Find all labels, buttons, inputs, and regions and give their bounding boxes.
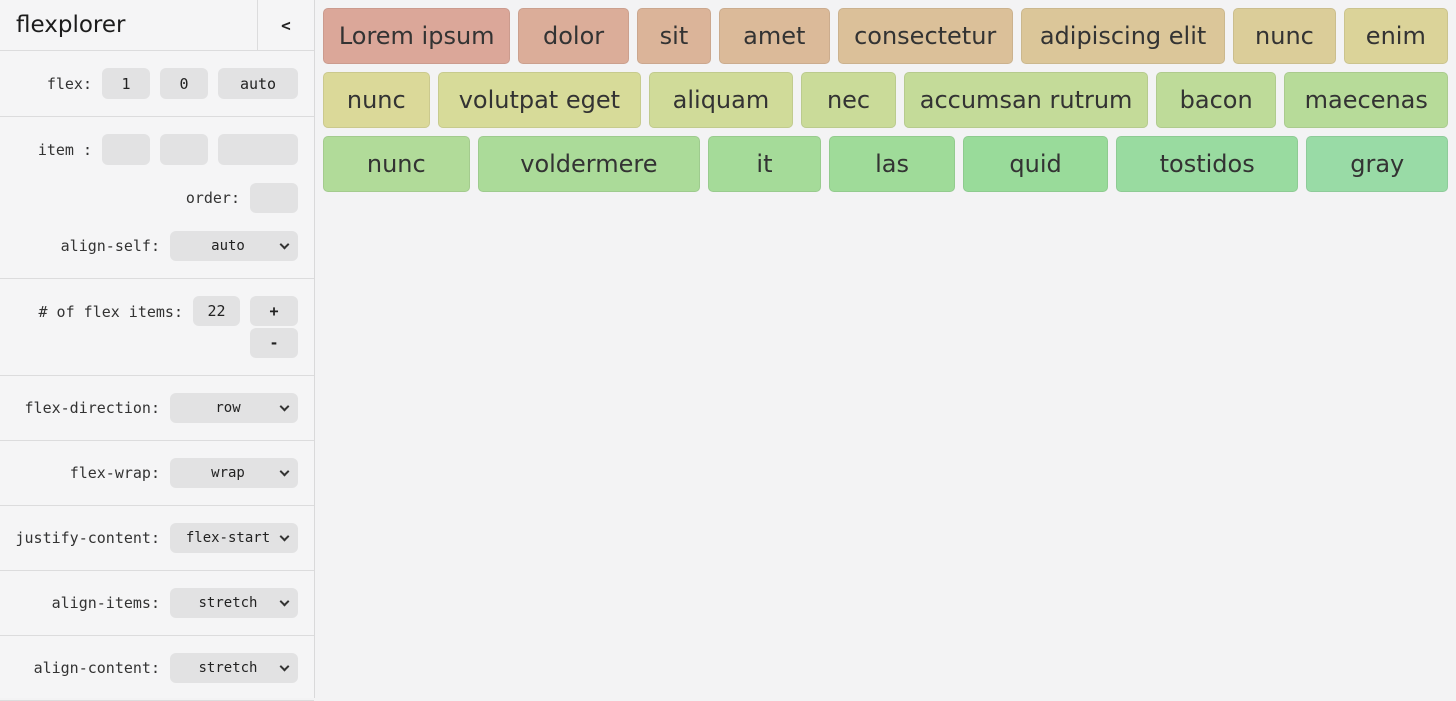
item-count-input[interactable] — [193, 296, 240, 326]
flex-shorthand-section: flex: — [0, 51, 314, 117]
flex-wrap-select[interactable]: wrap — [170, 458, 298, 488]
align-self-select-wrap: auto — [170, 231, 298, 261]
item-count-section: # of flex items: + - — [0, 279, 314, 376]
flex-direction-select-wrap: row — [170, 393, 298, 423]
flex-item[interactable]: adipiscing elit — [1020, 8, 1226, 64]
flex-item[interactable]: accumsan rutrum — [904, 72, 1148, 128]
flex-wrap-row: flex-wrap: wrap — [16, 458, 298, 488]
align-self-row: align-self: auto — [16, 231, 298, 261]
justify-content-select-wrap: flex-start — [170, 523, 298, 553]
justify-content-label: justify-content: — [15, 529, 161, 547]
item-grow-input[interactable] — [102, 134, 150, 165]
flex-item[interactable]: Lorem ipsum — [323, 8, 511, 64]
flex-wrap-select-wrap: wrap — [170, 458, 298, 488]
flex-item[interactable]: nunc — [323, 72, 430, 128]
align-items-select-wrap: stretch — [170, 588, 298, 618]
flex-item[interactable]: sit — [636, 8, 712, 64]
add-item-button[interactable]: + — [250, 296, 298, 326]
flex-item[interactable]: voldermere — [477, 136, 701, 192]
align-content-select[interactable]: stretch — [170, 653, 298, 683]
flex-wrap-label: flex-wrap: — [69, 464, 160, 482]
flex-item[interactable]: consectetur — [837, 8, 1013, 64]
align-items-section: align-items: stretch — [0, 571, 314, 636]
item-shrink-input[interactable] — [160, 134, 208, 165]
flex-item[interactable]: gray — [1306, 136, 1449, 192]
align-items-row: align-items: stretch — [16, 588, 298, 618]
align-content-select-wrap: stretch — [170, 653, 298, 683]
align-content-label: align-content: — [33, 659, 160, 677]
flex-item[interactable]: quid — [963, 136, 1108, 192]
flex-item[interactable]: nunc — [323, 136, 470, 192]
flex-item[interactable]: aliquam — [649, 72, 793, 128]
order-row: order: — [16, 183, 298, 213]
collapse-sidebar-button[interactable]: < — [257, 0, 314, 50]
flex-item[interactable]: nec — [800, 72, 897, 128]
flex-direction-label: flex-direction: — [24, 399, 160, 417]
item-count-label: # of flex items: — [38, 303, 184, 321]
justify-content-section: justify-content: flex-start — [0, 506, 314, 571]
chevron-left-icon: < — [281, 15, 291, 35]
flex-item[interactable]: dolor — [518, 8, 629, 64]
flex-label: flex: — [46, 74, 92, 93]
justify-content-select[interactable]: flex-start — [170, 523, 298, 553]
item-flex-row: item : — [16, 134, 298, 165]
flex-wrap-section: flex-wrap: wrap — [0, 441, 314, 506]
align-self-select[interactable]: auto — [170, 231, 298, 261]
flex-item[interactable]: bacon — [1155, 72, 1277, 128]
flex-item[interactable]: las — [828, 136, 956, 192]
flex-basis-input[interactable] — [218, 68, 298, 99]
justify-content-row: justify-content: flex-start — [16, 523, 298, 553]
align-self-label: align-self: — [60, 237, 160, 255]
order-input[interactable] — [250, 183, 298, 213]
flex-item[interactable]: volutpat eget — [437, 72, 642, 128]
flex-item[interactable]: nunc — [1233, 8, 1336, 64]
sidebar-header: flexplorer < — [0, 0, 314, 51]
flex-shrink-input[interactable] — [160, 68, 208, 99]
align-items-select[interactable]: stretch — [170, 588, 298, 618]
flex-item[interactable]: it — [708, 136, 821, 192]
flex-direction-section: flex-direction: row — [0, 376, 314, 441]
flex-item[interactable]: tostidos — [1115, 136, 1299, 192]
flex-direction-select[interactable]: row — [170, 393, 298, 423]
app-title: flexplorer — [16, 12, 126, 38]
order-label: order: — [185, 189, 240, 207]
flex-grow-input[interactable] — [102, 68, 150, 99]
align-content-row: align-content: stretch — [16, 653, 298, 683]
item-properties-section: item : order: align-self: auto — [0, 117, 314, 279]
flex-item[interactable]: enim — [1343, 8, 1448, 64]
flex-row: flex: — [16, 68, 298, 99]
flex-item[interactable]: amet — [719, 8, 830, 64]
align-items-label: align-items: — [51, 594, 160, 612]
flex-direction-row: flex-direction: row — [16, 393, 298, 423]
item-count-row: # of flex items: + - — [16, 296, 298, 358]
align-content-section: align-content: stretch — [0, 636, 314, 701]
item-count-steppers: + - — [250, 296, 298, 358]
item-basis-input[interactable] — [218, 134, 298, 165]
remove-item-button[interactable]: - — [250, 328, 298, 358]
item-label: item : — [37, 140, 92, 159]
sidebar: flexplorer < flex: item : order: — [0, 0, 315, 701]
flex-item[interactable]: maecenas — [1284, 72, 1449, 128]
